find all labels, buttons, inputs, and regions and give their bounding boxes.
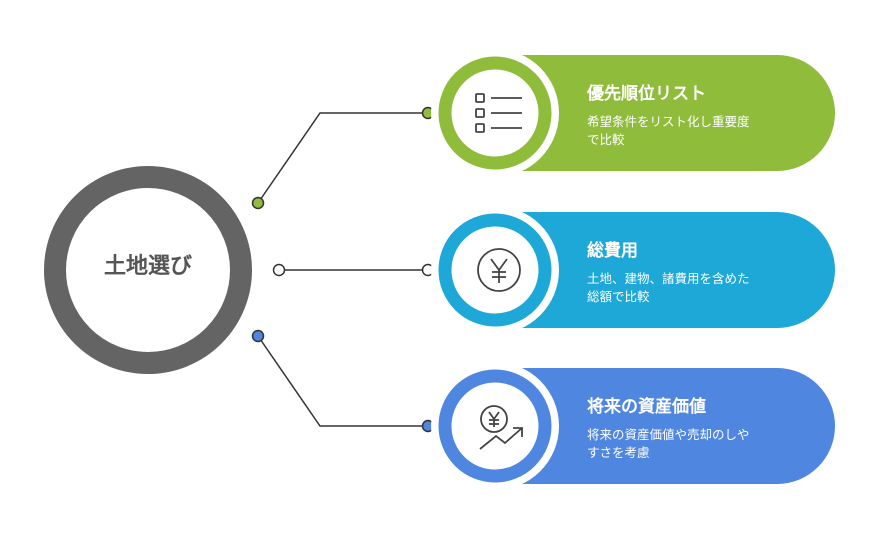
- connector-line-3: [257, 335, 428, 427]
- card-1-desc-line-1: 希望条件をリスト化し重要度: [587, 114, 750, 129]
- card-2-desc-line-2: 総額で比較: [587, 289, 650, 304]
- card-1-desc-line-2: で比較: [587, 132, 625, 147]
- card-priority-list: [431, 49, 835, 177]
- connector-dot-start-2: [272, 263, 286, 277]
- card-total-cost: [431, 206, 835, 334]
- card-2-title: 総費用: [587, 241, 638, 261]
- card-3-description: 将来の資産価値や売却のしや すさを考慮: [587, 426, 802, 462]
- card-future-asset-value: [431, 362, 835, 490]
- center-hub-ring: [44, 166, 252, 374]
- card-1-pill: [495, 55, 835, 171]
- yen-growth-icon: [479, 405, 523, 450]
- center-hub-label: 土地選び: [103, 254, 192, 279]
- connector-dot-start-3: [251, 329, 265, 343]
- yen-icon: [477, 248, 521, 292]
- connector-line-1: [257, 112, 428, 204]
- card-2-desc-line-1: 土地、建物、諸費用を含めた: [587, 271, 750, 286]
- card-2-ring: [438, 213, 552, 327]
- checklist-icon: [475, 93, 522, 133]
- card-1-description: 希望条件をリスト化し重要度 で比較: [587, 113, 802, 149]
- card-2-description: 土地、建物、諸費用を含めた 総額で比較: [587, 270, 802, 306]
- connector-dot-start-1: [251, 196, 265, 210]
- card-3-desc-line-1: 将来の資産価値や売却のしや: [587, 427, 750, 442]
- card-3-desc-line-2: すさを考慮: [587, 445, 650, 460]
- card-2-pill: [495, 212, 835, 328]
- card-3-ring: [438, 369, 552, 483]
- card-3-title: 将来の資産価値: [587, 397, 706, 417]
- card-3-pill: [495, 368, 835, 484]
- card-1-title: 優先順位リスト: [587, 84, 706, 104]
